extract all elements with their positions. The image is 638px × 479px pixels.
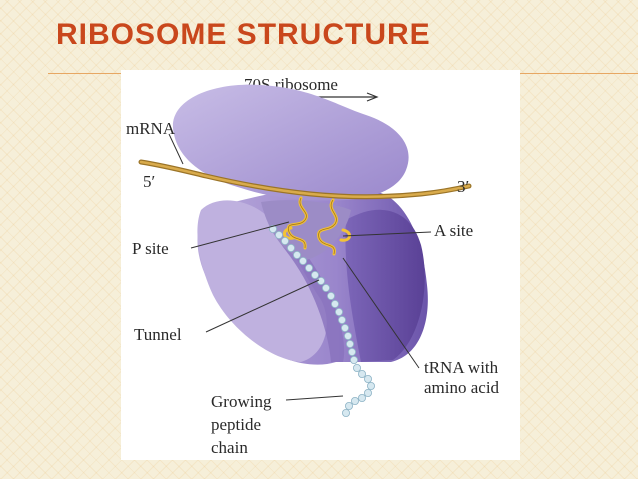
label-tunnel: Tunnel — [134, 325, 182, 344]
label-three-prime: 3′ — [457, 177, 469, 196]
peptide-chain — [268, 224, 375, 417]
label-mrna: mRNA — [126, 119, 176, 138]
large-subunit-right-lobe — [345, 209, 425, 362]
mrna-strand-highlight — [139, 160, 471, 198]
label-five-prime: 5′ — [143, 172, 155, 191]
trna-outline — [287, 197, 337, 255]
large-subunit-left-lobe — [197, 200, 327, 362]
small-subunit — [172, 84, 409, 201]
label-growing-line2: peptide — [211, 415, 261, 434]
label-trna-line1: tRNA with — [424, 358, 499, 377]
leader-lines — [168, 133, 432, 401]
label-growing-line3: chain — [211, 438, 248, 457]
label-trna-line2: amino acid — [424, 378, 500, 397]
ribosome-figure: 70S ribosome — [121, 70, 520, 460]
direction-arrow-head — [366, 92, 379, 102]
label-a-site: A site — [434, 221, 473, 240]
tunnel-groove — [269, 220, 345, 362]
ribosome-diagram: 70S ribosome — [126, 75, 500, 457]
slide-title: RIBOSOME STRUCTURE — [56, 18, 431, 51]
label-growing-line1: Growing — [211, 392, 272, 411]
label-p-site: P site — [132, 239, 169, 258]
